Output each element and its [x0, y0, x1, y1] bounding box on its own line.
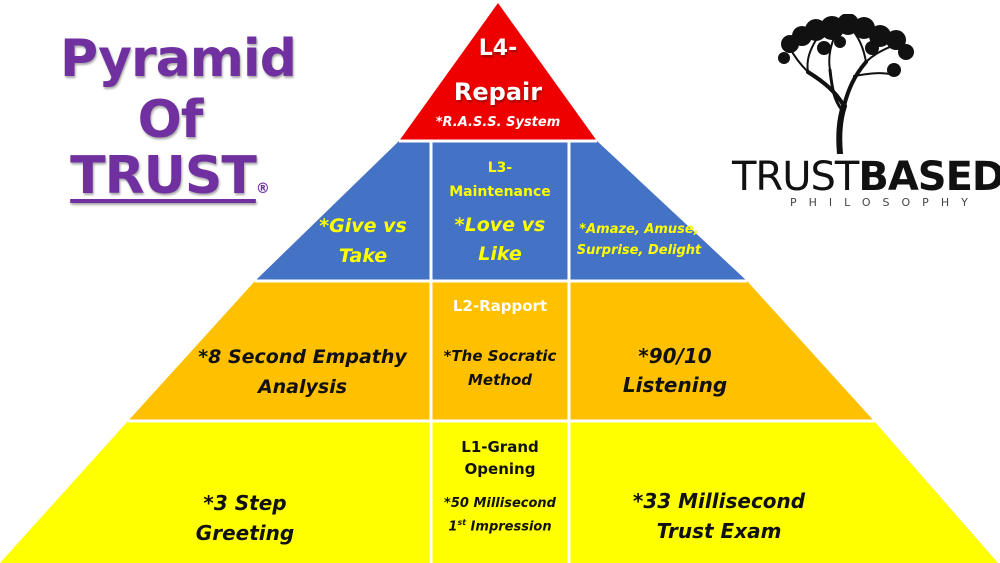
l3-right-line-2: Surprise, Delight — [576, 243, 702, 258]
l2-left-line-1: *8 Second Empathy — [198, 346, 407, 368]
title-line-1: Pyramid — [60, 29, 297, 89]
l1-center-line-2-ordinal: st — [457, 518, 467, 527]
l2-left-line-2: Analysis — [257, 376, 348, 398]
title-trust-word: TRUST — [70, 146, 257, 206]
l1-right-line-2: Trust Exam — [656, 519, 782, 543]
l1-left-line-2: Greeting — [195, 521, 295, 545]
l1-title-line-2: Opening — [464, 460, 536, 478]
registered-mark: ® — [255, 181, 270, 197]
l3-center-line-1: *Love vs — [454, 214, 546, 236]
level-1-yellow-tier — [0, 421, 998, 563]
brand-wordmark: TRUSTBASED — [732, 157, 1000, 197]
l2-right-line-2: Listening — [622, 373, 728, 397]
l3-title-line-2: Maintenance — [449, 184, 551, 200]
l1-left-line-1: *3 Step — [203, 491, 287, 515]
l4-title-line-2: Repair — [453, 78, 543, 106]
l2-center-line-2: Method — [468, 371, 532, 389]
level-4-red-tier — [399, 3, 597, 141]
level-2-orange-tier — [128, 281, 874, 421]
l3-center-line-2: Like — [478, 243, 522, 265]
tier-dividers — [128, 139, 874, 563]
l3-left-line-2: Take — [338, 245, 388, 267]
l3-left-line-1: *Give vs — [319, 215, 407, 237]
l3-title-line-1: L3- — [487, 160, 513, 176]
brand-part-2: BASED — [858, 154, 1000, 200]
l4-title-line-1: L4- — [478, 36, 518, 61]
brand-part-1: TRUST — [732, 154, 859, 200]
l1-title-line-1: L1-Grand — [461, 438, 539, 456]
title-line-2: Of — [137, 90, 204, 150]
l1-right-line-1: *33 Millisecond — [632, 489, 806, 513]
l1-center-line-1: *50 Millisecond — [444, 496, 556, 511]
l2-right-line-1: *90/10 — [638, 344, 712, 368]
tree-logo-icon — [778, 14, 914, 154]
level-3-blue-tier — [255, 141, 747, 281]
l4-item: *R.A.S.S. System — [435, 115, 561, 130]
l1-center-line-2: 1st Impression — [426, 518, 574, 534]
l1-center-line-2-text: Impression — [466, 519, 552, 535]
l1-center-line-2-number: 1 — [448, 519, 458, 535]
brand-tagline: PHILOSOPHY — [790, 196, 980, 209]
l2-title: L2-Rapport — [452, 297, 548, 315]
l3-right-line-1: *Amaze, Amuse, — [579, 222, 699, 237]
l2-center-line-1: *The Socratic — [443, 347, 557, 365]
title-line-3: TRUST® — [60, 150, 280, 202]
